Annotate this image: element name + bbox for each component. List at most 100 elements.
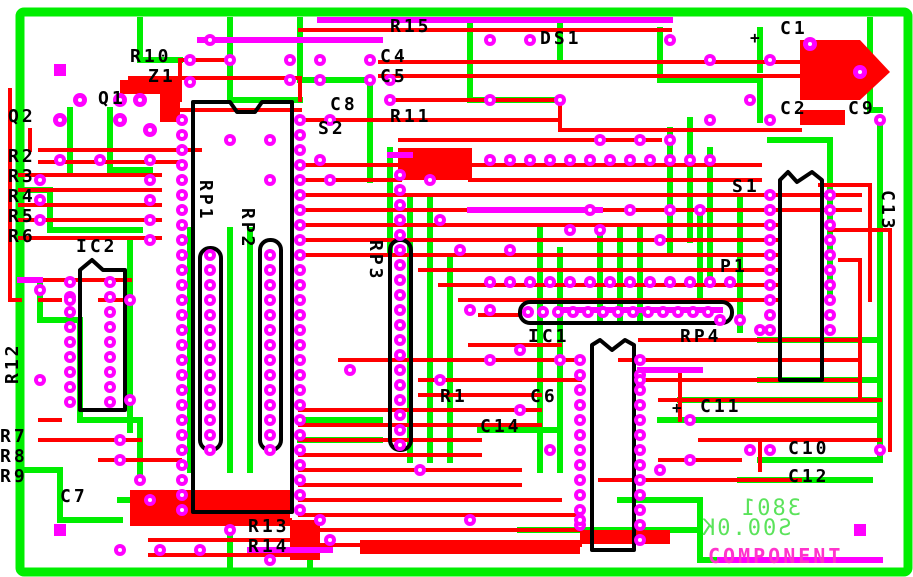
label-c10: C10 (788, 438, 830, 459)
pad-hole (180, 253, 184, 257)
pad-hole (108, 310, 112, 314)
pad-hole (298, 313, 302, 317)
ic2-chip-outline (78, 258, 127, 412)
pad-hole (578, 493, 582, 497)
label-r15: R15 (390, 16, 432, 37)
pad-hole (488, 308, 492, 312)
pad-hole (180, 463, 184, 467)
pad-hole (328, 178, 332, 182)
pad-hole (268, 313, 272, 317)
pad-hole (298, 463, 302, 467)
pad-hole (38, 378, 42, 382)
label-rp3: RP3 (365, 240, 386, 282)
label-c2: C2 (780, 98, 808, 119)
pad-hole (208, 448, 212, 452)
pad-hole (298, 373, 302, 377)
pad-hole (578, 478, 582, 482)
pad-hole (108, 295, 112, 299)
pad-hole (528, 280, 532, 284)
pad-hole (128, 298, 132, 302)
pad-hole (398, 248, 402, 252)
pad-hole (578, 388, 582, 392)
pad-hole (616, 310, 620, 314)
pad-hole (268, 253, 272, 257)
pad-hole (748, 448, 752, 452)
pad-hole (488, 158, 492, 162)
pad-hole (648, 280, 652, 284)
pad-hole (828, 208, 832, 212)
pad-hole (138, 478, 142, 482)
pad-hole (526, 310, 530, 314)
pad-hole (738, 318, 742, 322)
pad-hole (318, 58, 322, 62)
pad-hole (208, 358, 212, 362)
pad-hole (858, 70, 862, 74)
pad-hole (646, 310, 650, 314)
pad-hole (148, 128, 152, 132)
pad-hole (118, 548, 122, 552)
pad-hole (658, 238, 662, 242)
pad-hole (638, 538, 642, 542)
pad-hole (208, 313, 212, 317)
pad-hole (468, 518, 472, 522)
label-rp1: RP1 (195, 180, 216, 222)
pad-hole (878, 448, 882, 452)
label-s2: S2 (318, 118, 346, 139)
pad-hole (578, 448, 582, 452)
pad-hole (548, 158, 552, 162)
pad-hole (298, 328, 302, 332)
pad-hole (588, 158, 592, 162)
pad-hole (398, 308, 402, 312)
pad-hole (706, 310, 710, 314)
pad-hole (180, 148, 184, 152)
label-c9: C9 (848, 98, 876, 119)
pad-hole (228, 58, 232, 62)
pad-hole (228, 528, 232, 532)
pad-hole (268, 403, 272, 407)
pad-hole (608, 158, 612, 162)
pad-hole (108, 340, 112, 344)
pad-hole (348, 368, 352, 372)
pad-hole (488, 358, 492, 362)
pad-hole (268, 283, 272, 287)
label-plus-c11: + (672, 398, 685, 417)
label-r4: R4 (8, 186, 36, 207)
pad-hole (718, 318, 722, 322)
pad-hole (38, 198, 42, 202)
pad-hole (208, 343, 212, 347)
pad-hole (628, 208, 632, 212)
pad-hole (601, 310, 605, 314)
pad-hole (268, 433, 272, 437)
pad-hole (298, 508, 302, 512)
magenta-tracks (17, 17, 883, 563)
pad-hole (298, 493, 302, 497)
pad-hole (108, 325, 112, 329)
pad-hole (828, 298, 832, 302)
pad-hole (628, 280, 632, 284)
pad-hole (228, 138, 232, 142)
pad-hole (518, 348, 522, 352)
pad-hole (648, 158, 652, 162)
pad-hole (398, 398, 402, 402)
pad-hole (661, 310, 665, 314)
pad-hole (208, 283, 212, 287)
pad-hole (68, 280, 72, 284)
pad-hole (78, 98, 82, 102)
pad-hole (108, 385, 112, 389)
pad-hole (268, 558, 272, 562)
pad-hole (180, 178, 184, 182)
label-r8: R8 (0, 446, 28, 467)
pad-hole (458, 248, 462, 252)
pad-hole (180, 478, 184, 482)
label-z1: Z1 (148, 66, 176, 87)
pad-hole (488, 38, 492, 42)
pad-hole (768, 328, 772, 332)
pad-hole (148, 198, 152, 202)
pad-hole (98, 158, 102, 162)
pad-hole (598, 228, 602, 232)
pad-hole (691, 310, 695, 314)
label-c5: C5 (380, 66, 408, 87)
pad-hole (768, 313, 772, 317)
pad-hole (828, 283, 832, 287)
pad-hole (828, 253, 832, 257)
